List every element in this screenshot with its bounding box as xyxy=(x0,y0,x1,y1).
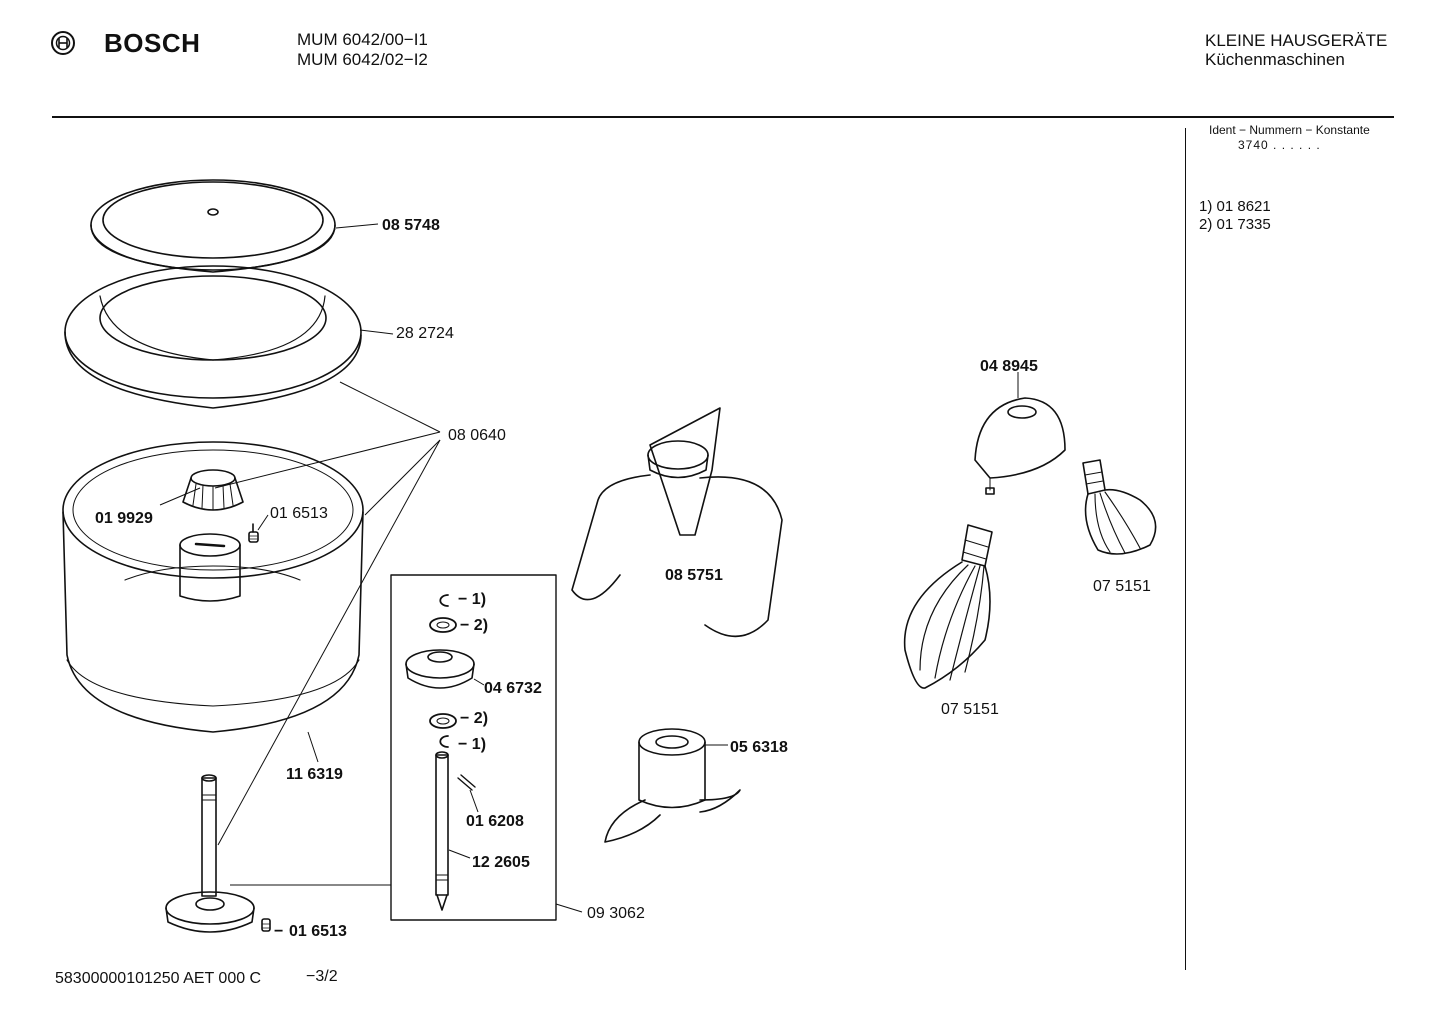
part-label-080640: 08 0640 xyxy=(448,427,506,444)
part-label-046732: 04 6732 xyxy=(484,680,542,697)
part-label-122605: 12 2605 xyxy=(472,854,530,871)
dough-hook-part xyxy=(571,407,783,638)
category-title: KLEINE HAUSGERÄTE xyxy=(1205,31,1388,50)
part-label-016513-lower-number: 01 6513 xyxy=(289,923,347,940)
bosch-logo-icon xyxy=(50,30,76,61)
part-label-085748: 08 5748 xyxy=(382,217,440,234)
part-label-016513-upper: 01 6513 xyxy=(270,505,328,522)
mixing-bowl-part xyxy=(62,441,364,733)
part-label-282724: 28 2724 xyxy=(396,325,454,342)
whisk-large-part xyxy=(903,524,993,689)
washer-upper xyxy=(429,617,457,633)
lid-part xyxy=(90,179,336,273)
whisk-small-part xyxy=(1082,459,1157,555)
drive-shaft-part xyxy=(165,774,255,933)
splash-ring-part xyxy=(64,265,362,409)
pin-part xyxy=(457,774,476,791)
drive-gear-part xyxy=(182,469,244,511)
note-ref-1-upper: − 1) xyxy=(458,591,486,608)
brand-name: BOSCH xyxy=(104,28,201,58)
model-line-2: MUM 6042/02−I2 xyxy=(297,50,428,69)
note-2: 2) 01 7335 xyxy=(1199,216,1271,233)
note-ref-2-lower: − 2) xyxy=(460,710,488,727)
coupling-part xyxy=(405,649,475,689)
note-ref-1-lower: − 1) xyxy=(458,736,486,753)
blade-holder-part xyxy=(604,728,741,843)
category-subtitle: Küchenmaschinen xyxy=(1205,50,1345,69)
cover-cap-part xyxy=(974,397,1066,495)
note-ref-2-upper: − 2) xyxy=(460,617,488,634)
sidebar-divider xyxy=(1185,128,1186,970)
small-screw-lower xyxy=(261,918,271,932)
part-label-085751: 08 5751 xyxy=(665,567,723,584)
document-code: 58300000101250 AET 000 C xyxy=(55,970,262,987)
circlip-lower xyxy=(439,735,449,748)
part-label-056318: 05 6318 xyxy=(730,739,788,756)
note-1: 1) 01 8621 xyxy=(1199,198,1271,215)
part-label-016513-lower: − xyxy=(274,923,283,940)
part-label-075151-small: 07 5151 xyxy=(1093,578,1151,595)
circlip-upper xyxy=(439,594,449,607)
model-line-1: MUM 6042/00−I1 xyxy=(297,30,428,49)
ident-constant: 3740 . . . . . . xyxy=(1238,138,1321,152)
part-label-075151-large: 07 5151 xyxy=(941,701,999,718)
shaft-part xyxy=(435,751,449,911)
part-label-116319: 11 6319 xyxy=(286,766,343,783)
part-label-093062: 09 3062 xyxy=(587,905,645,922)
page-number: −3/2 xyxy=(306,968,338,985)
assembly-box xyxy=(390,574,557,921)
ident-heading: Ident − Nummern − Konstante xyxy=(1209,123,1370,137)
part-label-016208: 01 6208 xyxy=(466,813,524,830)
small-screw-upper xyxy=(248,523,259,543)
washer-lower xyxy=(429,713,457,729)
header-divider xyxy=(52,116,1394,118)
part-label-019929: 01 9929 xyxy=(95,510,153,527)
exploded-parts-diagram: 08 5748 28 2724 08 0640 01 9929 01 6513 … xyxy=(62,179,1157,940)
part-label-048945: 04 8945 xyxy=(980,358,1038,375)
